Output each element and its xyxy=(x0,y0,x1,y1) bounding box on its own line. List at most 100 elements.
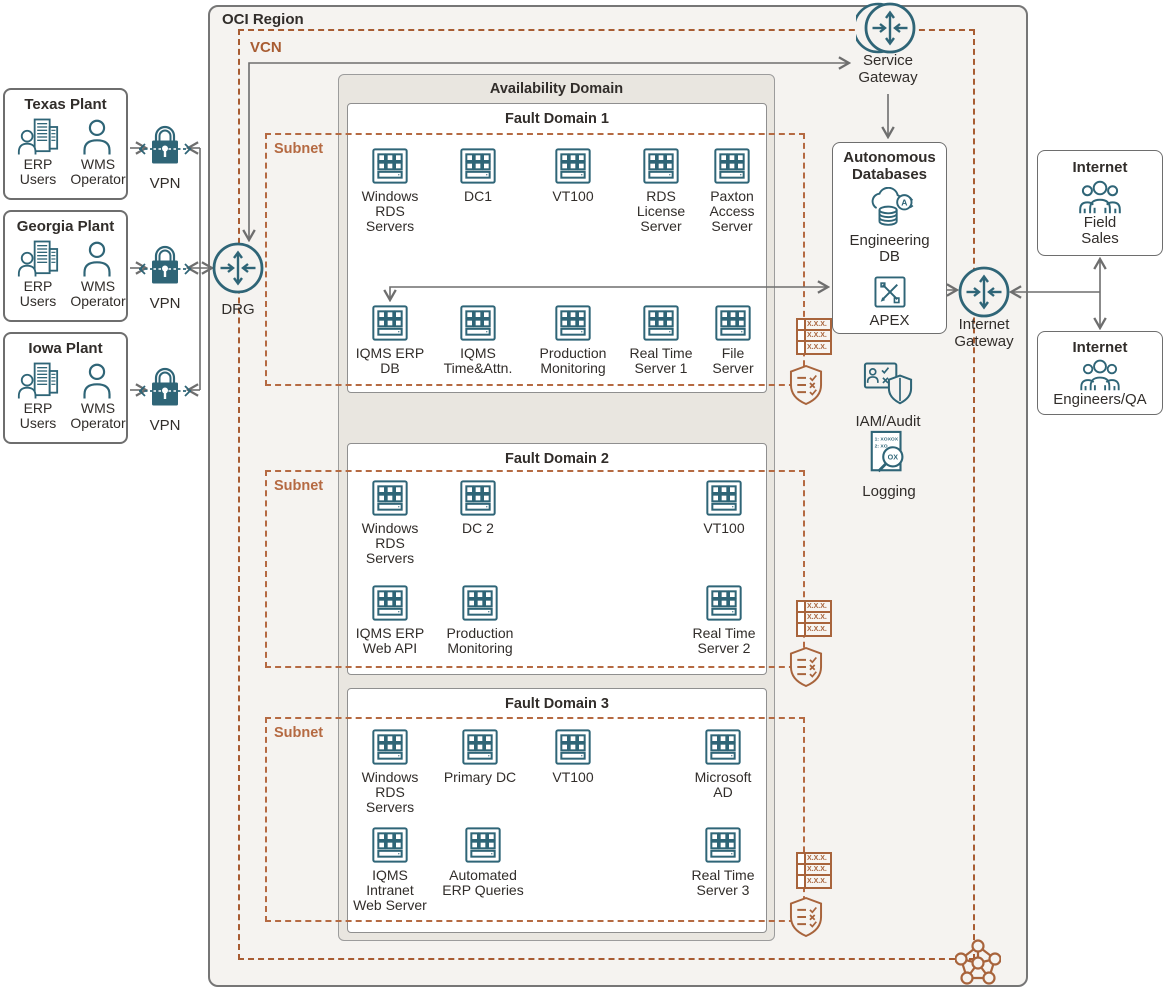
security-list-icon xyxy=(789,897,823,937)
compute-icon xyxy=(465,827,501,863)
node-fd3-real-time-server-3: Real Time Server 3 xyxy=(668,825,778,898)
server-label: Production Monitoring xyxy=(539,345,607,376)
people-icon xyxy=(1079,180,1121,215)
vpn-label: VPN xyxy=(149,417,181,434)
compute-icon xyxy=(706,585,742,621)
node-fd2-production-monitoring: Production Monitoring xyxy=(425,583,535,656)
vpn-icon xyxy=(137,125,193,165)
logging-node: 1: XOXOX 2: XO OX Logging xyxy=(862,430,916,500)
vpn-node-1: VPN xyxy=(137,124,193,192)
vpn-icon xyxy=(137,367,193,407)
server-label: IQMS Intranet Web Server xyxy=(353,867,427,913)
node-fd3-primary-dc: Primary DC xyxy=(425,727,535,785)
field-sales-label: Field Sales xyxy=(1081,214,1119,247)
autonomous-databases-title: Autonomous Databases xyxy=(843,149,936,183)
route-rule-text: X.X.X. xyxy=(807,866,827,873)
compute-icon xyxy=(372,585,408,621)
server-label: File Server xyxy=(712,345,754,376)
subnet-3-label: Subnet xyxy=(274,725,324,741)
compute-icon xyxy=(460,148,496,184)
compute-icon xyxy=(462,585,498,621)
vpn-label: VPN xyxy=(149,295,181,312)
server-label: Automated ERP Queries xyxy=(442,867,524,898)
service-gateway-node xyxy=(852,2,916,59)
node-fd1-production-monitoring: Production Monitoring xyxy=(518,303,628,376)
node-fd3-iqms-intranet-web-server: IQMS Intranet Web Server xyxy=(335,825,445,913)
compute-icon xyxy=(555,148,591,184)
node-fd1-file-server: File Server xyxy=(678,303,788,376)
compute-icon xyxy=(555,729,591,765)
server-label: VT100 xyxy=(703,520,745,536)
security-list-icon xyxy=(789,647,823,687)
server-label: Real Time Server 1 xyxy=(629,345,693,376)
route-rule-text: X.X.X. xyxy=(807,878,827,885)
vcn-boundary xyxy=(238,29,975,960)
route-table-cell xyxy=(798,624,806,635)
node-fd2-iqms-erp-web-api: IQMS ERP Web API xyxy=(335,583,445,656)
service-gateway-label: Service Gateway xyxy=(858,52,918,86)
compute-icon xyxy=(372,729,408,765)
server-label: Real Time Server 3 xyxy=(691,867,755,898)
plant-title: Georgia Plant xyxy=(16,218,115,235)
vcn-label: VCN xyxy=(250,39,282,56)
engineers-qa-label: Engineers/QA xyxy=(1053,391,1147,408)
internet-gateway-icon xyxy=(958,266,1010,318)
compute-icon xyxy=(714,148,750,184)
route-table-cell xyxy=(798,342,806,353)
server-label: Real Time Server 2 xyxy=(692,625,756,656)
compute-icon xyxy=(705,827,741,863)
autonomous-databases-box: Autonomous Databases A Engineering DB AP… xyxy=(832,142,947,334)
site-iowa-plant: Iowa Plant ERP Users WMS Operator xyxy=(3,332,128,444)
subnet-2-boundary xyxy=(265,470,805,668)
internet-gateway-label: Internet Gateway xyxy=(954,316,1014,350)
server-label: Production Monitoring xyxy=(446,625,514,656)
plant-title: Iowa Plant xyxy=(28,340,103,357)
server-label: DC1 xyxy=(463,188,492,204)
route-rule-text: X.X.X. xyxy=(807,603,827,610)
route-table-cell xyxy=(798,602,806,611)
logging-icon: 1: XOXOX 2: XO OX xyxy=(870,430,904,473)
server-label: IQMS ERP Web API xyxy=(355,625,425,656)
fault-domain-2-label: Fault Domain 2 xyxy=(505,451,609,467)
drg-node: DRG xyxy=(212,242,264,318)
node-fd1-iqms-erp-db: IQMS ERP DB xyxy=(335,303,445,376)
node-fd1-iqms-time-attn: IQMS Time&Attn. xyxy=(423,303,533,376)
erp-users-label: ERP Users xyxy=(19,400,57,431)
logging-line2: 2: XO xyxy=(875,443,888,449)
oci-region-label: OCI Region xyxy=(222,11,304,28)
server-label: Primary DC xyxy=(443,769,517,785)
node-fd2-real-time-server-2: Real Time Server 2 xyxy=(669,583,779,656)
server-label: IQMS ERP DB xyxy=(355,345,425,376)
server-label: Paxton Access Server xyxy=(709,188,755,234)
vcn-icon xyxy=(955,939,1001,985)
vpn-node-2: VPN xyxy=(137,244,193,312)
drg-icon xyxy=(212,242,264,294)
site-texas-plant: Texas Plant ERP Users WMS Operator xyxy=(3,88,128,200)
route-table-icon: X.X.X. X.X.X. X.X.X. xyxy=(796,852,832,889)
node-fd2-windows-rds-servers: Windows RDS Servers xyxy=(335,478,445,566)
apex-icon xyxy=(873,276,906,308)
iam-audit-node: IAM/Audit xyxy=(855,358,921,430)
route-table-cell xyxy=(798,854,806,863)
internet-title: Internet xyxy=(1072,339,1128,356)
vpn-icon xyxy=(137,245,193,285)
node-fd1-paxton-access-server: Paxton Access Server xyxy=(677,146,787,234)
server-label: Windows RDS Servers xyxy=(361,769,419,815)
route-table-cell xyxy=(798,320,806,329)
node-fd1-real-time-server-1: Real Time Server 1 xyxy=(606,303,716,376)
logging-lens-text: OX xyxy=(888,454,899,462)
internet-gateway-node xyxy=(958,266,1010,323)
route-table-icon: X.X.X. X.X.X. X.X.X. xyxy=(796,600,832,637)
logging-line1: 1: XOXOX xyxy=(875,437,899,443)
iam-audit-label: IAM/Audit xyxy=(855,413,921,430)
node-fd2-dc2: DC 2 xyxy=(423,478,533,536)
iam-audit-icon xyxy=(863,362,913,405)
service-gateway-icon xyxy=(852,2,916,54)
node-fd1-dc1: DC1 xyxy=(423,146,533,204)
engineering-db-icon: A xyxy=(871,187,913,226)
route-table-cell xyxy=(798,613,806,622)
server-label: DC 2 xyxy=(462,520,494,536)
server-label: VT100 xyxy=(552,769,594,785)
node-fd3-microsoft-ad: Microsoft AD xyxy=(668,727,778,800)
